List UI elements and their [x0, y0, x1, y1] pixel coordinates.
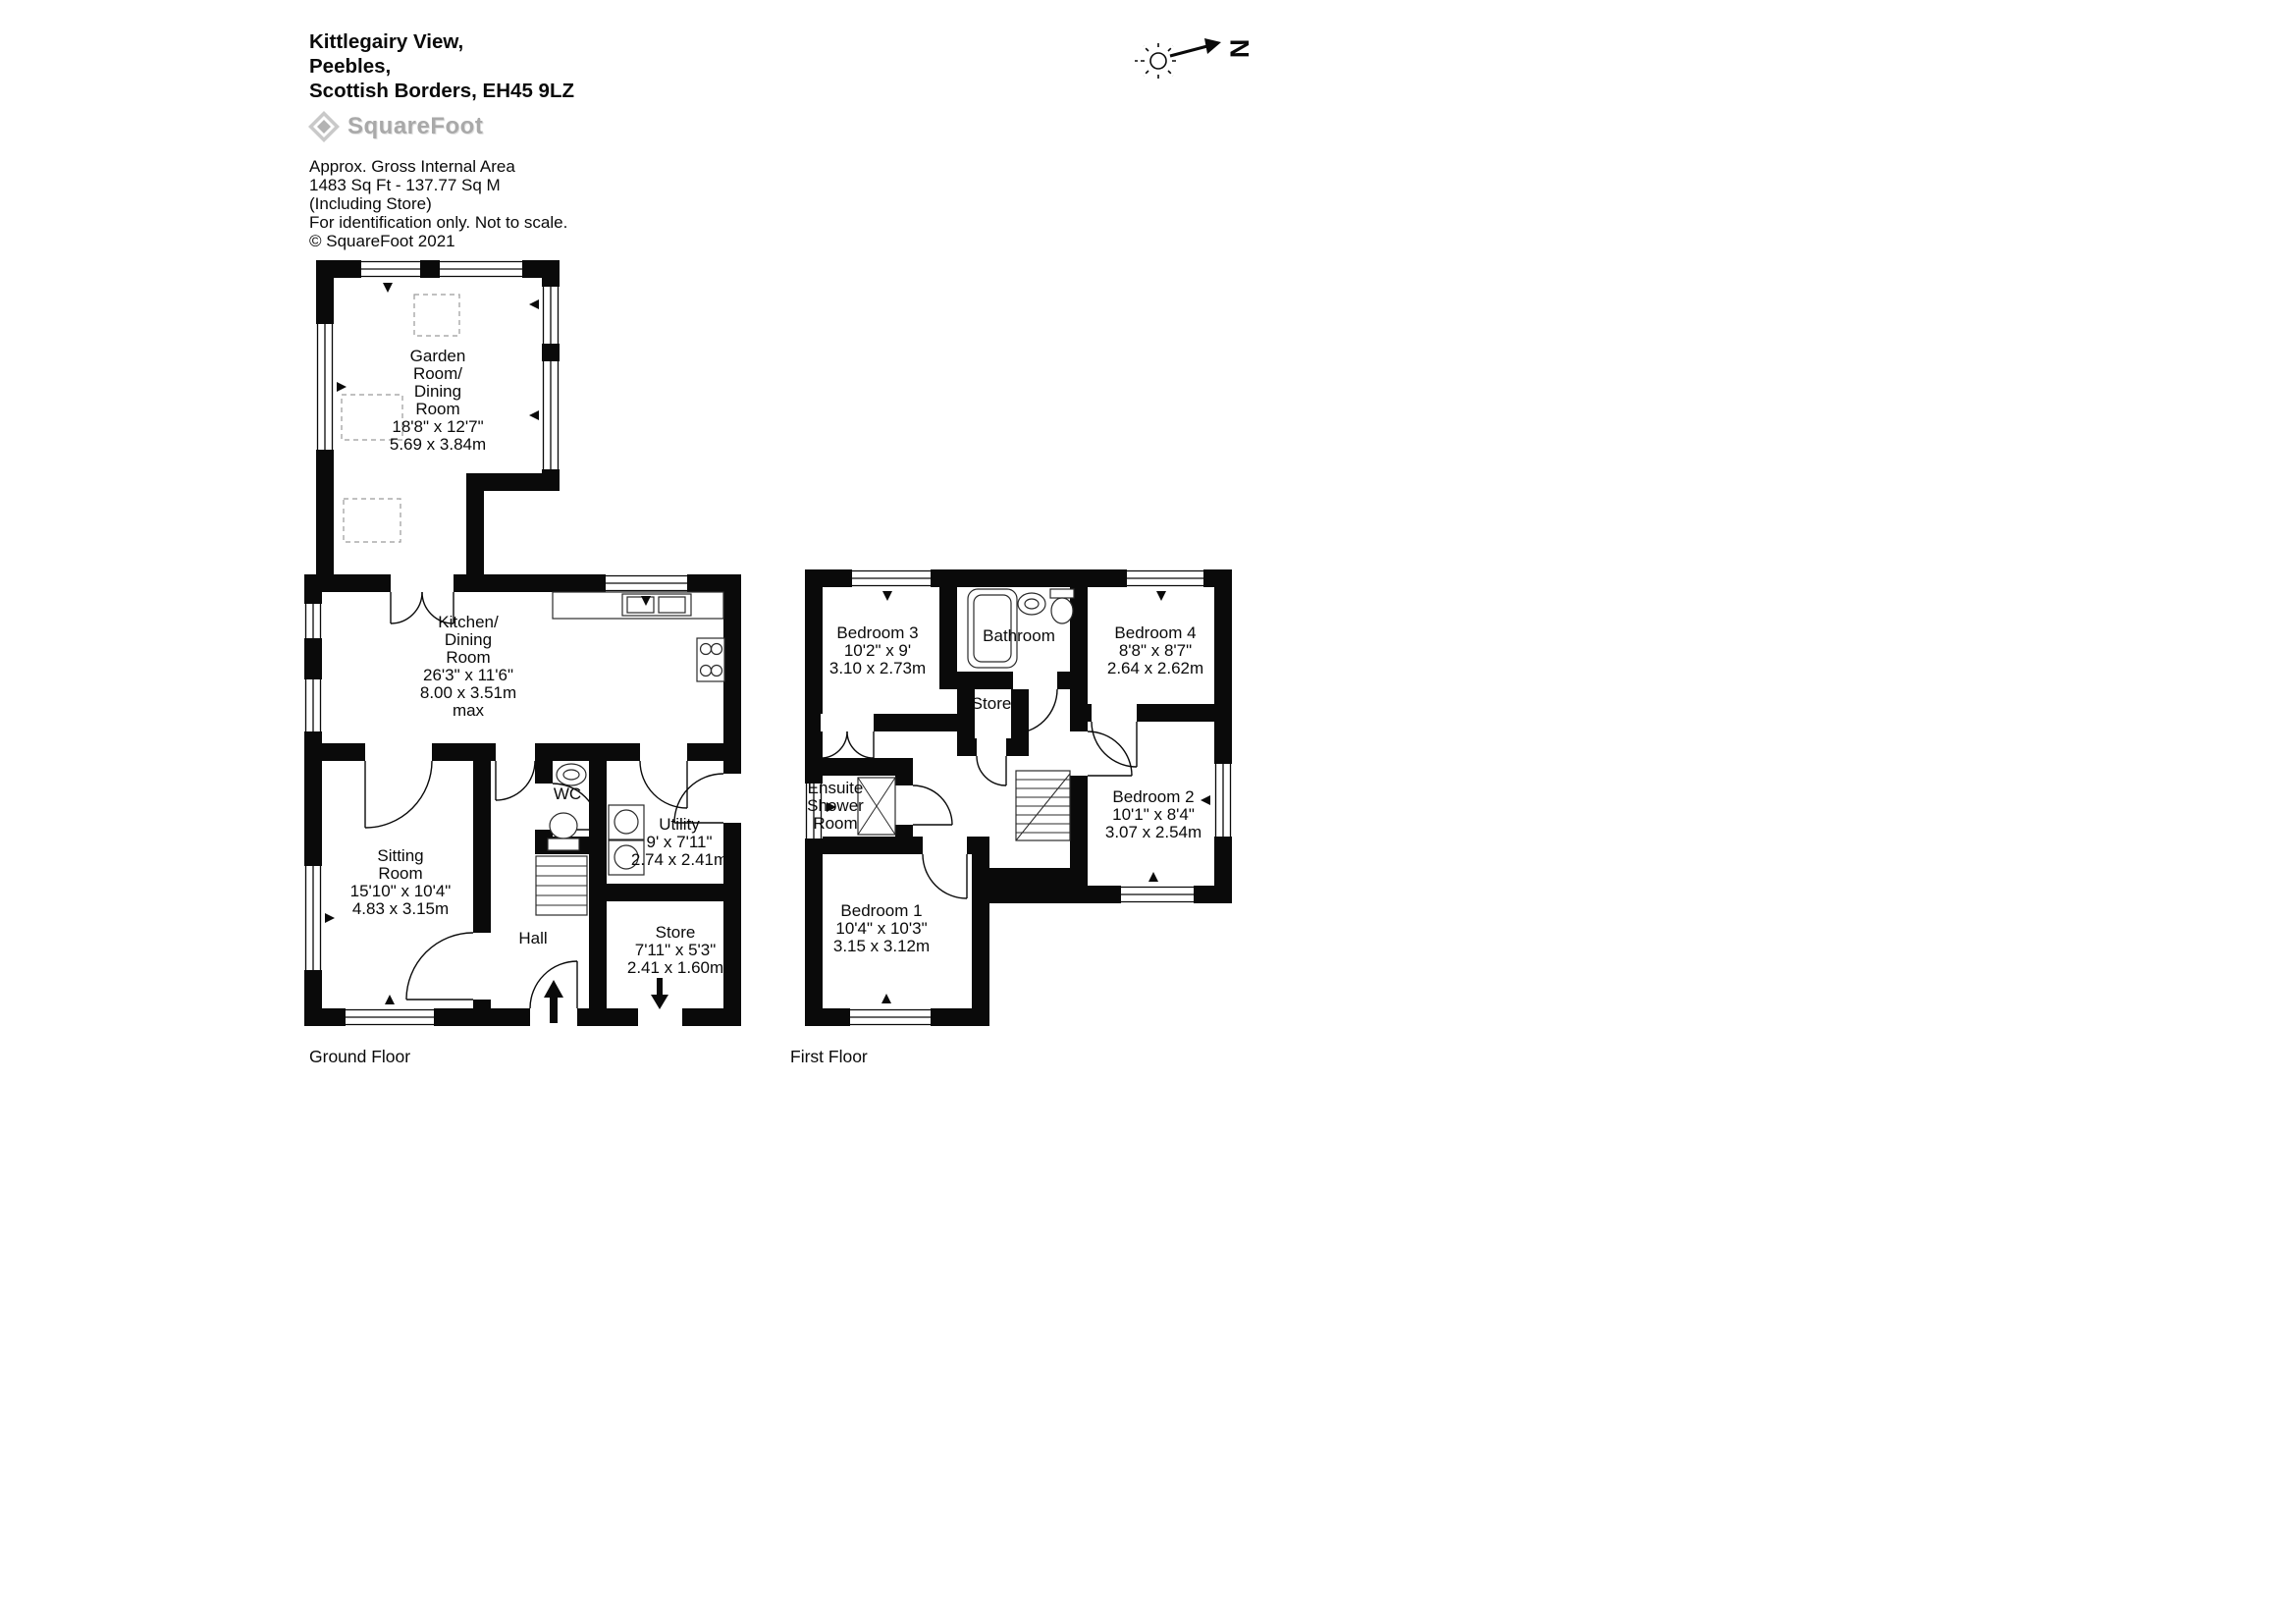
squarefoot-logo: SquareFoot [307, 110, 483, 143]
address-line: Scottish Borders, EH45 9LZ [309, 80, 574, 102]
ground-floor-stairs [535, 855, 588, 916]
room-dims-imperial: 9' x 7'11" [646, 833, 713, 851]
room-label-wc: WC [553, 784, 582, 803]
room-dims-metric: 3.07 x 2.54m [1104, 823, 1202, 841]
ground-floor-label: Ground Floor [309, 1047, 411, 1066]
shower-icon [857, 777, 896, 836]
disclaimer: For identification only. Not to scale. [309, 213, 568, 232]
room-label-bedroom-1: Bedroom 1 10'4" x 10'3" 3.15 x 3.12m [832, 901, 931, 955]
ground-floor-windows [304, 260, 687, 1026]
room-dims-metric: 4.83 x 3.15m [351, 899, 450, 918]
ground-floor-plan [304, 260, 741, 1026]
bathroom-basin-icon [1017, 592, 1046, 616]
garden-room-dashed-outlines [341, 294, 460, 543]
room-dims-metric: 8.00 x 3.51m [419, 683, 517, 702]
entrance-arrow-icon [544, 980, 563, 1023]
first-floor-direction-markers [827, 591, 1210, 1003]
room-dims-metric: 2.64 x 2.62m [1106, 659, 1204, 677]
utility-appliances-icon [608, 804, 645, 876]
first-floor-windows [805, 569, 1232, 1026]
wc-basin-icon [556, 763, 587, 786]
bathroom-toilet-icon [1049, 588, 1075, 624]
room-dims-metric: 3.15 x 3.12m [832, 937, 931, 955]
kitchen-counter [552, 591, 724, 620]
hob-icon [696, 637, 725, 682]
ground-floor-doors [364, 591, 724, 1009]
squarefoot-logo-icon [308, 111, 340, 142]
room-dims-metric: 2.41 x 1.60m [626, 958, 724, 977]
first-floor-plan [805, 569, 1232, 1026]
room-dims-imperial: 10'1" x 8'4" [1112, 805, 1195, 824]
room-label-kitchen: Kitchen/ Dining Room 26'3" x 11'6" 8.00 … [419, 613, 517, 720]
compass: N [1119, 26, 1286, 90]
room-dims-imperial: 8'8" x 8'7" [1118, 641, 1193, 660]
room-label-utility: Utility 9' x 7'11" 2.74 x 2.41m [630, 815, 728, 869]
room-dims-imperial: 26'3" x 11'6" [423, 666, 513, 684]
squarefoot-logo-text: SquareFoot [347, 113, 484, 139]
north-arrow-icon [1169, 38, 1221, 58]
bath-icon [967, 588, 1018, 669]
area-title: Approx. Gross Internal Area [309, 157, 515, 176]
room-label-bedroom-4: Bedroom 4 8'8" x 8'7" 2.64 x 2.62m [1106, 623, 1204, 677]
kitchen-sink-icon [621, 593, 692, 617]
area-note: (Including Store) [309, 194, 432, 213]
address-line: Peebles, [309, 55, 392, 78]
room-label-store-ground: Store 7'11" x 5'3" 2.41 x 1.60m [626, 923, 724, 977]
room-label-hall: Hall [518, 929, 548, 947]
room-dims-imperial: 18'8" x 12'7" [392, 417, 484, 436]
room-dims-metric: 2.74 x 2.41m [630, 850, 728, 869]
room-dims-metric: 5.69 x 3.84m [389, 435, 487, 454]
first-floor-doors [820, 688, 1138, 899]
sun-icon [1135, 41, 1178, 81]
ground-floor-direction-markers [325, 283, 651, 1004]
copyright: © SquareFoot 2021 [309, 232, 455, 250]
property-address: Kittlegairy View, Peebles, Scottish Bord… [309, 29, 574, 103]
room-dims-imperial: 10'4" x 10'3" [835, 919, 928, 938]
room-label-bedroom-3: Bedroom 3 10'2" x 9' 3.10 x 2.73m [828, 623, 927, 677]
room-label-ensuite: Ensuite Shower Room [807, 779, 864, 833]
room-label-store-first: Store [971, 694, 1012, 713]
area-value: 1483 Sq Ft - 137.77 Sq M [309, 176, 501, 194]
wc-toilet-icon [547, 812, 580, 851]
first-floor-stairs [1015, 770, 1071, 841]
room-dims-imperial: 15'10" x 10'4" [349, 882, 452, 900]
room-dims-imperial: 10'2" x 9' [843, 641, 912, 660]
plan-meta: Approx. Gross Internal Area 1483 Sq Ft -… [309, 157, 567, 250]
room-dims-metric: 3.10 x 2.73m [828, 659, 927, 677]
store-access-arrow-icon [651, 978, 668, 1009]
room-label-bedroom-2: Bedroom 2 10'1" x 8'4" 3.07 x 2.54m [1104, 787, 1202, 841]
room-label-bathroom: Bathroom [983, 626, 1055, 645]
address-line: Kittlegairy View, [309, 30, 464, 53]
compass-graphic [1135, 38, 1221, 81]
room-label-sitting-room: Sitting Room 15'10" x 10'4" 4.83 x 3.15m [349, 846, 452, 918]
first-floor-label: First Floor [790, 1047, 868, 1066]
first-floor-door-openings [821, 672, 1137, 854]
room-dims-imperial: 7'11" x 5'3" [634, 941, 717, 959]
room-label-garden-room: Garden Room/ Dining Room 18'8" x 12'7" 5… [389, 347, 487, 454]
room-dims-suffix: max [452, 701, 485, 720]
